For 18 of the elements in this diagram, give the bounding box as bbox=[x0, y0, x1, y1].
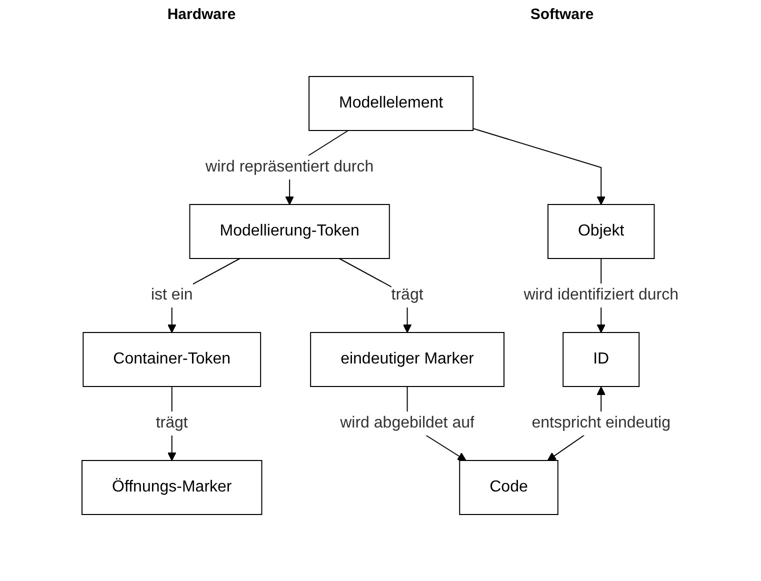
edge-label: trägt bbox=[156, 414, 188, 432]
edge-label: wird identifiziert durch bbox=[524, 286, 679, 304]
region-heading: Software bbox=[530, 6, 594, 23]
edge-label: ist ein bbox=[151, 286, 194, 304]
node-box: Öffnungs-Marker bbox=[82, 460, 263, 515]
edge-label: entspricht eindeutig bbox=[532, 414, 671, 432]
edge-label: trägt bbox=[392, 286, 424, 304]
node-box: Container-Token bbox=[82, 332, 262, 387]
node-box: Modellelement bbox=[308, 76, 474, 131]
edge-label: wird abgebildet auf bbox=[340, 414, 475, 432]
edge-label: wird repräsentiert durch bbox=[206, 158, 374, 176]
node-box: Objekt bbox=[548, 204, 655, 259]
arrow bbox=[472, 128, 606, 205]
region-heading: Hardware bbox=[167, 6, 236, 23]
node-box: Code bbox=[459, 460, 559, 515]
node-box: eindeutiger Marker bbox=[310, 332, 505, 387]
node-box: ID bbox=[562, 332, 640, 387]
node-box: Modellierung-Token bbox=[190, 204, 390, 259]
